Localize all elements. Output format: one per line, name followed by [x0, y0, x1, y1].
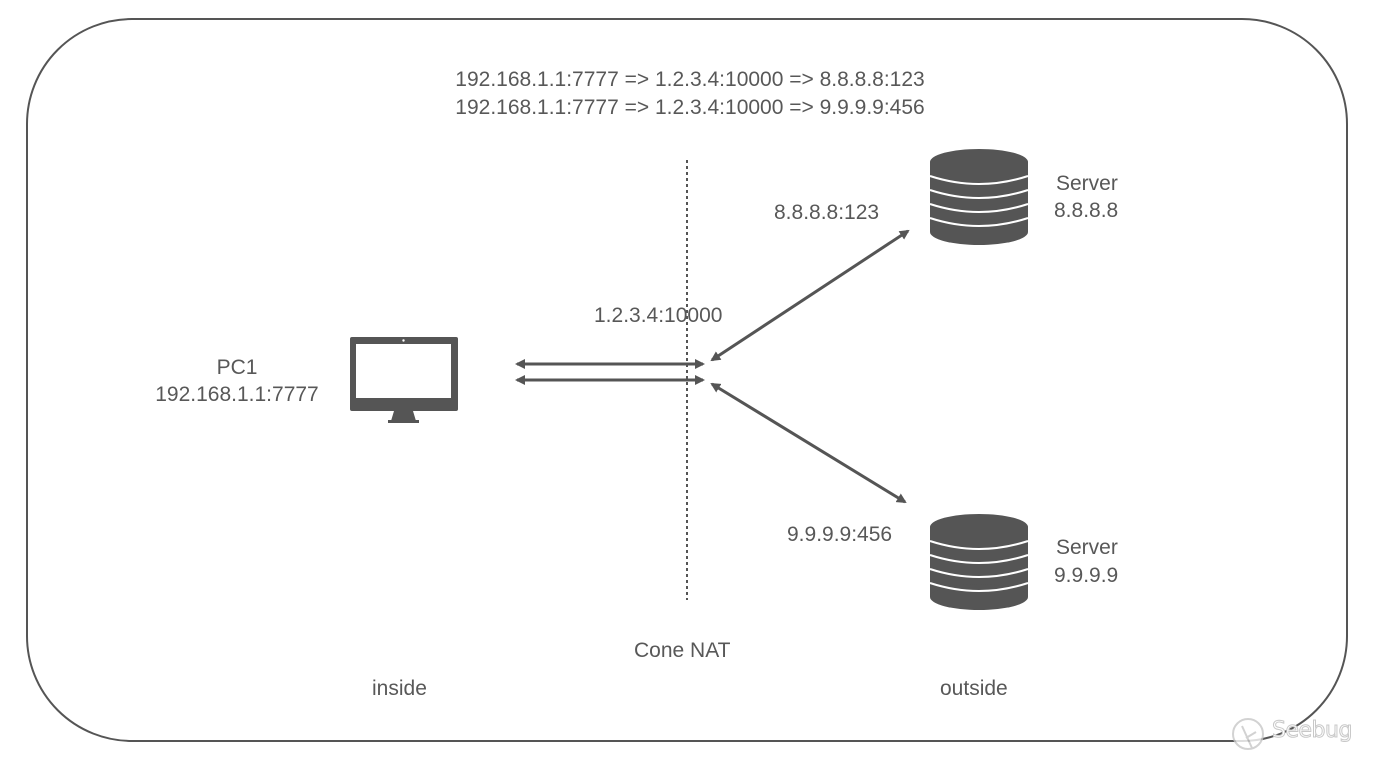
server1-name: Server [1056, 172, 1118, 195]
database-icon [929, 514, 1029, 610]
nat-server1-arrow [710, 229, 910, 362]
pc-name: PC1 [216, 356, 258, 379]
zone-inside-label: inside [372, 677, 427, 700]
pc-address: 192.168.1.1:7777 [155, 383, 319, 406]
monitor-icon [350, 337, 458, 423]
server1-endpoint: 8.8.8.8:123 [774, 201, 880, 224]
server2-name: Server [1056, 536, 1118, 559]
seebug-logo-icon [1232, 718, 1264, 750]
watermark-text: Seebug [1272, 718, 1353, 744]
database-icon [929, 149, 1029, 245]
nat-public-endpoint: 1.2.3.4:10000 [594, 304, 723, 327]
nat-type-label: Cone NAT [634, 639, 731, 662]
zone-outside-label: outside [940, 677, 1008, 700]
mapping-line-1: 192.168.1.1:7777 => 1.2.3.4:10000 => 8.8… [455, 68, 925, 91]
mapping-line-2: 192.168.1.1:7777 => 1.2.3.4:10000 => 9.9… [455, 96, 925, 119]
frame-border [26, 18, 1348, 742]
server1-ip: 8.8.8.8 [1054, 199, 1119, 222]
server2-ip: 9.9.9.9 [1054, 564, 1119, 587]
nat-server2-arrow [710, 382, 907, 504]
server2-endpoint: 9.9.9.9:456 [787, 523, 893, 546]
